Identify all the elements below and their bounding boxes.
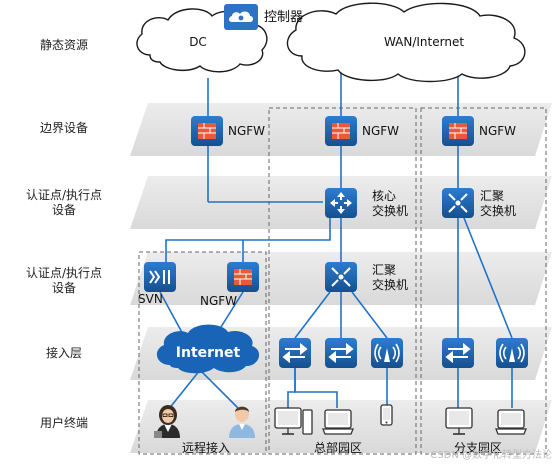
desktop-pc-icon bbox=[274, 407, 313, 435]
agg-switch-hq-icon bbox=[325, 262, 357, 292]
zone-box-branch bbox=[420, 107, 547, 455]
svn-label: SVN bbox=[138, 292, 163, 306]
access-switch-branch-icon bbox=[442, 338, 474, 368]
dc-cloud-label: DC bbox=[189, 35, 207, 49]
row-label-access: 接入层 bbox=[45, 346, 82, 360]
agg-switch-branch-label: 汇聚交换机 bbox=[480, 189, 516, 218]
access-switch-hq-1-icon bbox=[279, 338, 311, 368]
controller-icon bbox=[224, 4, 258, 30]
zone-box-remote bbox=[138, 251, 267, 455]
controller-label: 控制器 bbox=[264, 10, 303, 25]
watermark: CSDN @数字化转型方法论 bbox=[430, 448, 552, 461]
cloud-wan bbox=[286, 2, 526, 83]
wan-cloud-label: WAN/Internet bbox=[384, 35, 464, 49]
zone-box-hq bbox=[268, 107, 417, 455]
cloud-internet bbox=[156, 324, 260, 374]
phone-icon bbox=[380, 404, 393, 426]
ngfw-dc-label: NGFW bbox=[228, 124, 265, 138]
agg-switch-hq-label: 汇聚交换机 bbox=[372, 263, 408, 292]
core-switch-label: 核心交换机 bbox=[372, 189, 408, 218]
internet-cloud-label: Internet bbox=[176, 345, 241, 361]
remote-user-man-icon bbox=[229, 406, 255, 438]
diagram-labels: 控制器 DC WAN/Internet Internet NGFW NGFW N… bbox=[138, 10, 552, 461]
wireless-ap-hq-icon bbox=[371, 338, 403, 368]
desktop-pc-branch-icon bbox=[445, 407, 473, 435]
ngfw-hq-icon bbox=[325, 116, 357, 146]
ngfw-branch-label: NGFW bbox=[479, 124, 516, 138]
ngfw-hq-label: NGFW bbox=[362, 124, 399, 138]
ngfw-remote-label: NGFW bbox=[200, 294, 237, 308]
zone-label-branch: 分支园区 bbox=[454, 441, 502, 455]
wireless-ap-branch-icon bbox=[496, 338, 528, 368]
ngfw-dc-icon bbox=[191, 116, 223, 146]
ngfw-branch-icon bbox=[442, 116, 474, 146]
svn-gateway-icon bbox=[144, 262, 176, 292]
zone-boxes bbox=[138, 107, 547, 455]
laptop-hq-icon bbox=[322, 409, 354, 435]
zone-label-hq: 总部园区 bbox=[314, 440, 362, 455]
agg-switch-branch-icon bbox=[442, 188, 474, 218]
row-label-auth1: 认证点/执行点设备 bbox=[25, 188, 103, 217]
zone-label-remote: 远程接入 bbox=[182, 440, 230, 455]
laptop-branch-icon bbox=[495, 409, 527, 435]
ngfw-remote-icon bbox=[227, 262, 259, 292]
row-label-static: 静态资源 bbox=[39, 38, 88, 52]
remote-user-woman-icon bbox=[154, 405, 180, 438]
access-switch-hq-2-icon bbox=[325, 338, 357, 368]
core-switch-icon bbox=[325, 188, 357, 218]
row-label-border: 边界设备 bbox=[39, 121, 88, 135]
row-label-auth2: 认证点/执行点设备 bbox=[25, 266, 103, 295]
row-label-terminal: 用户终端 bbox=[39, 416, 88, 430]
